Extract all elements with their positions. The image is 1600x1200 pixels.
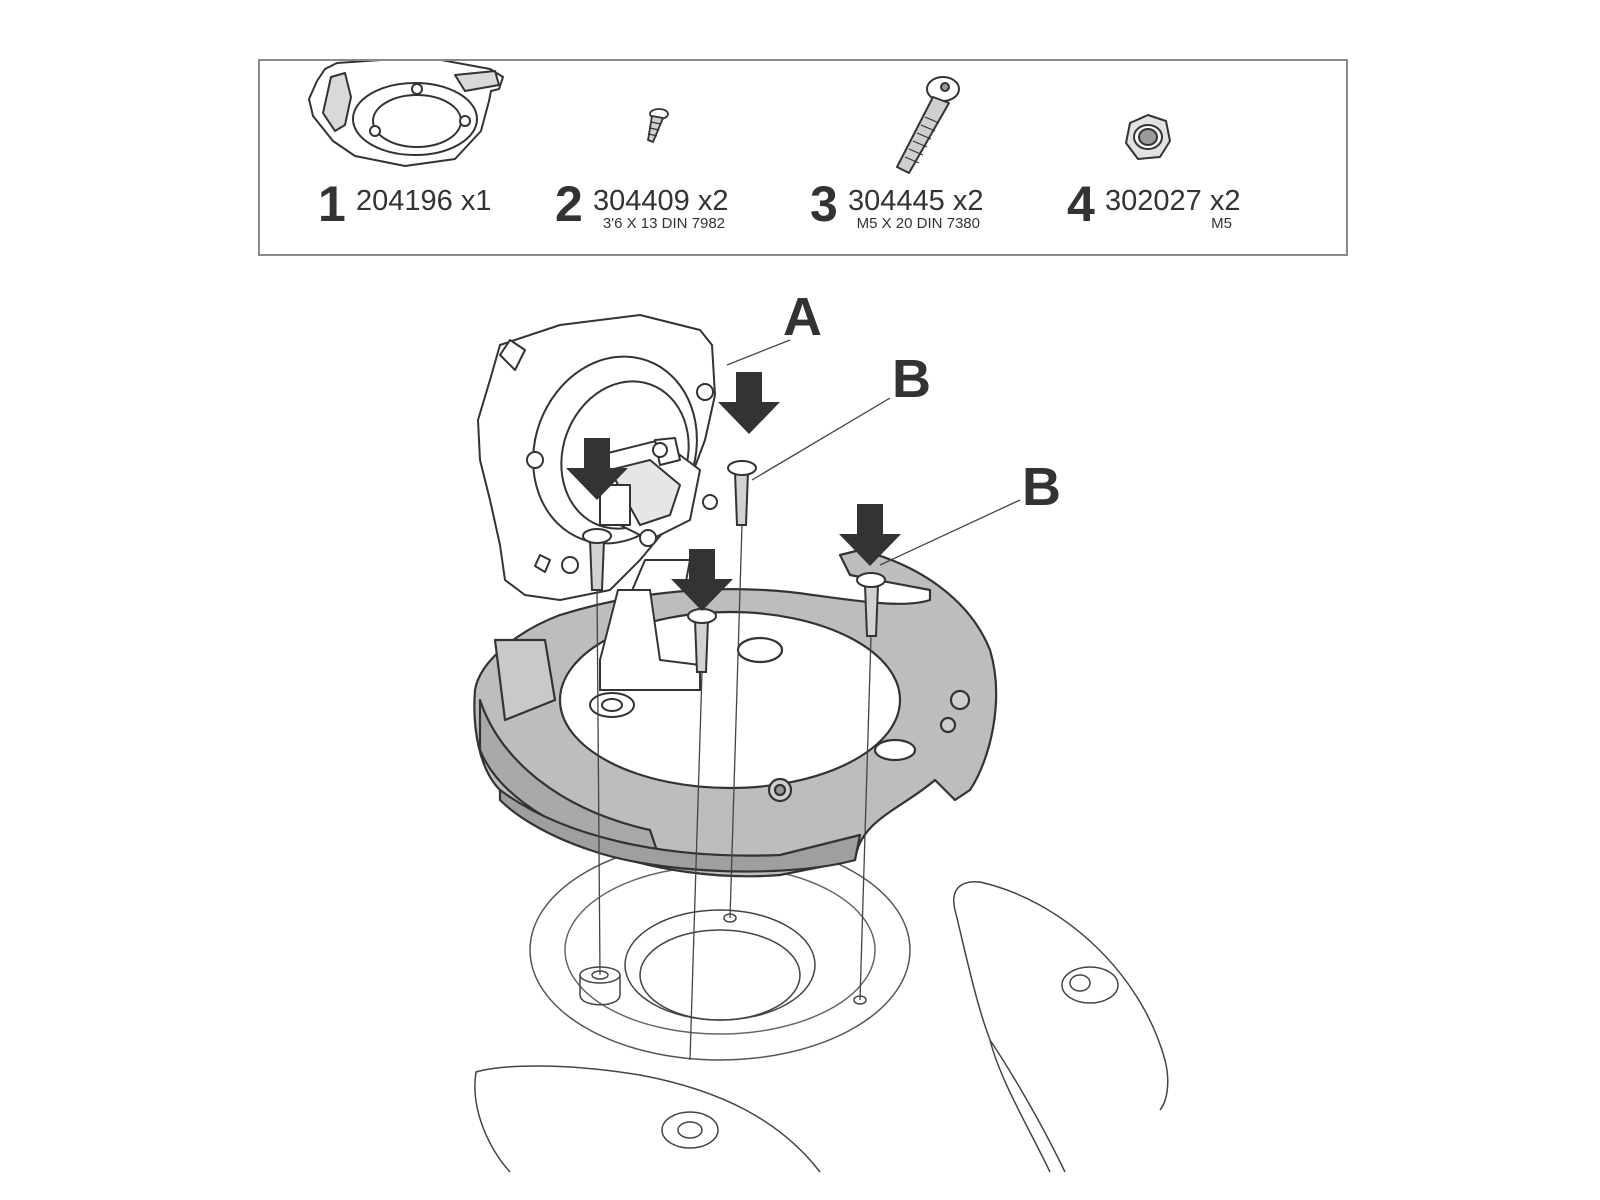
part-spec: 3'6 X 13 DIN 7982 <box>602 215 725 232</box>
callout-b: B <box>892 349 931 409</box>
callout-a: A <box>783 287 822 347</box>
part-1: 1 204196 x1 <box>260 61 520 258</box>
callout-b: B <box>1022 457 1061 517</box>
part-code: 204196 x1 <box>356 185 492 217</box>
bracket-stem <box>589 589 701 718</box>
down-arrow-icon <box>718 372 780 434</box>
screw-b1 <box>727 460 757 526</box>
part-2: 2 304409 x2 3'6 X 13 DIN 7982 <box>550 61 800 258</box>
button-head-bolt-icon <box>896 76 960 174</box>
fuel-tank-outline <box>474 839 1169 1173</box>
part-spec: M5 X 20 DIN 7380 <box>856 215 980 232</box>
part-3: 3 304445 x2 M5 X 20 DIN 7380 <box>805 61 1065 258</box>
part-number: 1 <box>318 176 346 232</box>
screw-b2 <box>582 528 612 591</box>
tank-ring-icon <box>308 61 504 167</box>
self-tapping-screw-icon <box>647 108 669 143</box>
part-number: 4 <box>1067 176 1095 232</box>
part-number: 3 <box>810 176 838 232</box>
part-code: 304409 x2 <box>593 185 729 217</box>
alignment-lines <box>596 339 1021 1061</box>
screw-b4 <box>856 572 886 637</box>
parts-list-box: 1 204196 x1 2 304409 x2 3'6 X 13 DIN 798… <box>258 59 1348 256</box>
down-arrow-icon <box>671 549 733 611</box>
screw-b3 <box>687 608 717 673</box>
down-arrow-icon <box>566 438 628 500</box>
hex-nut-icon <box>1125 114 1171 160</box>
part-code: 302027 x2 <box>1105 185 1241 217</box>
part-4: 4 302027 x2 M5 <box>1062 61 1322 258</box>
screws <box>582 460 886 673</box>
arrows <box>566 372 901 611</box>
part-number: 2 <box>555 176 583 232</box>
part-code: 304445 x2 <box>848 185 984 217</box>
down-arrow-icon <box>839 504 901 566</box>
part-spec: M5 <box>1211 215 1232 232</box>
tank-ring <box>473 548 998 878</box>
